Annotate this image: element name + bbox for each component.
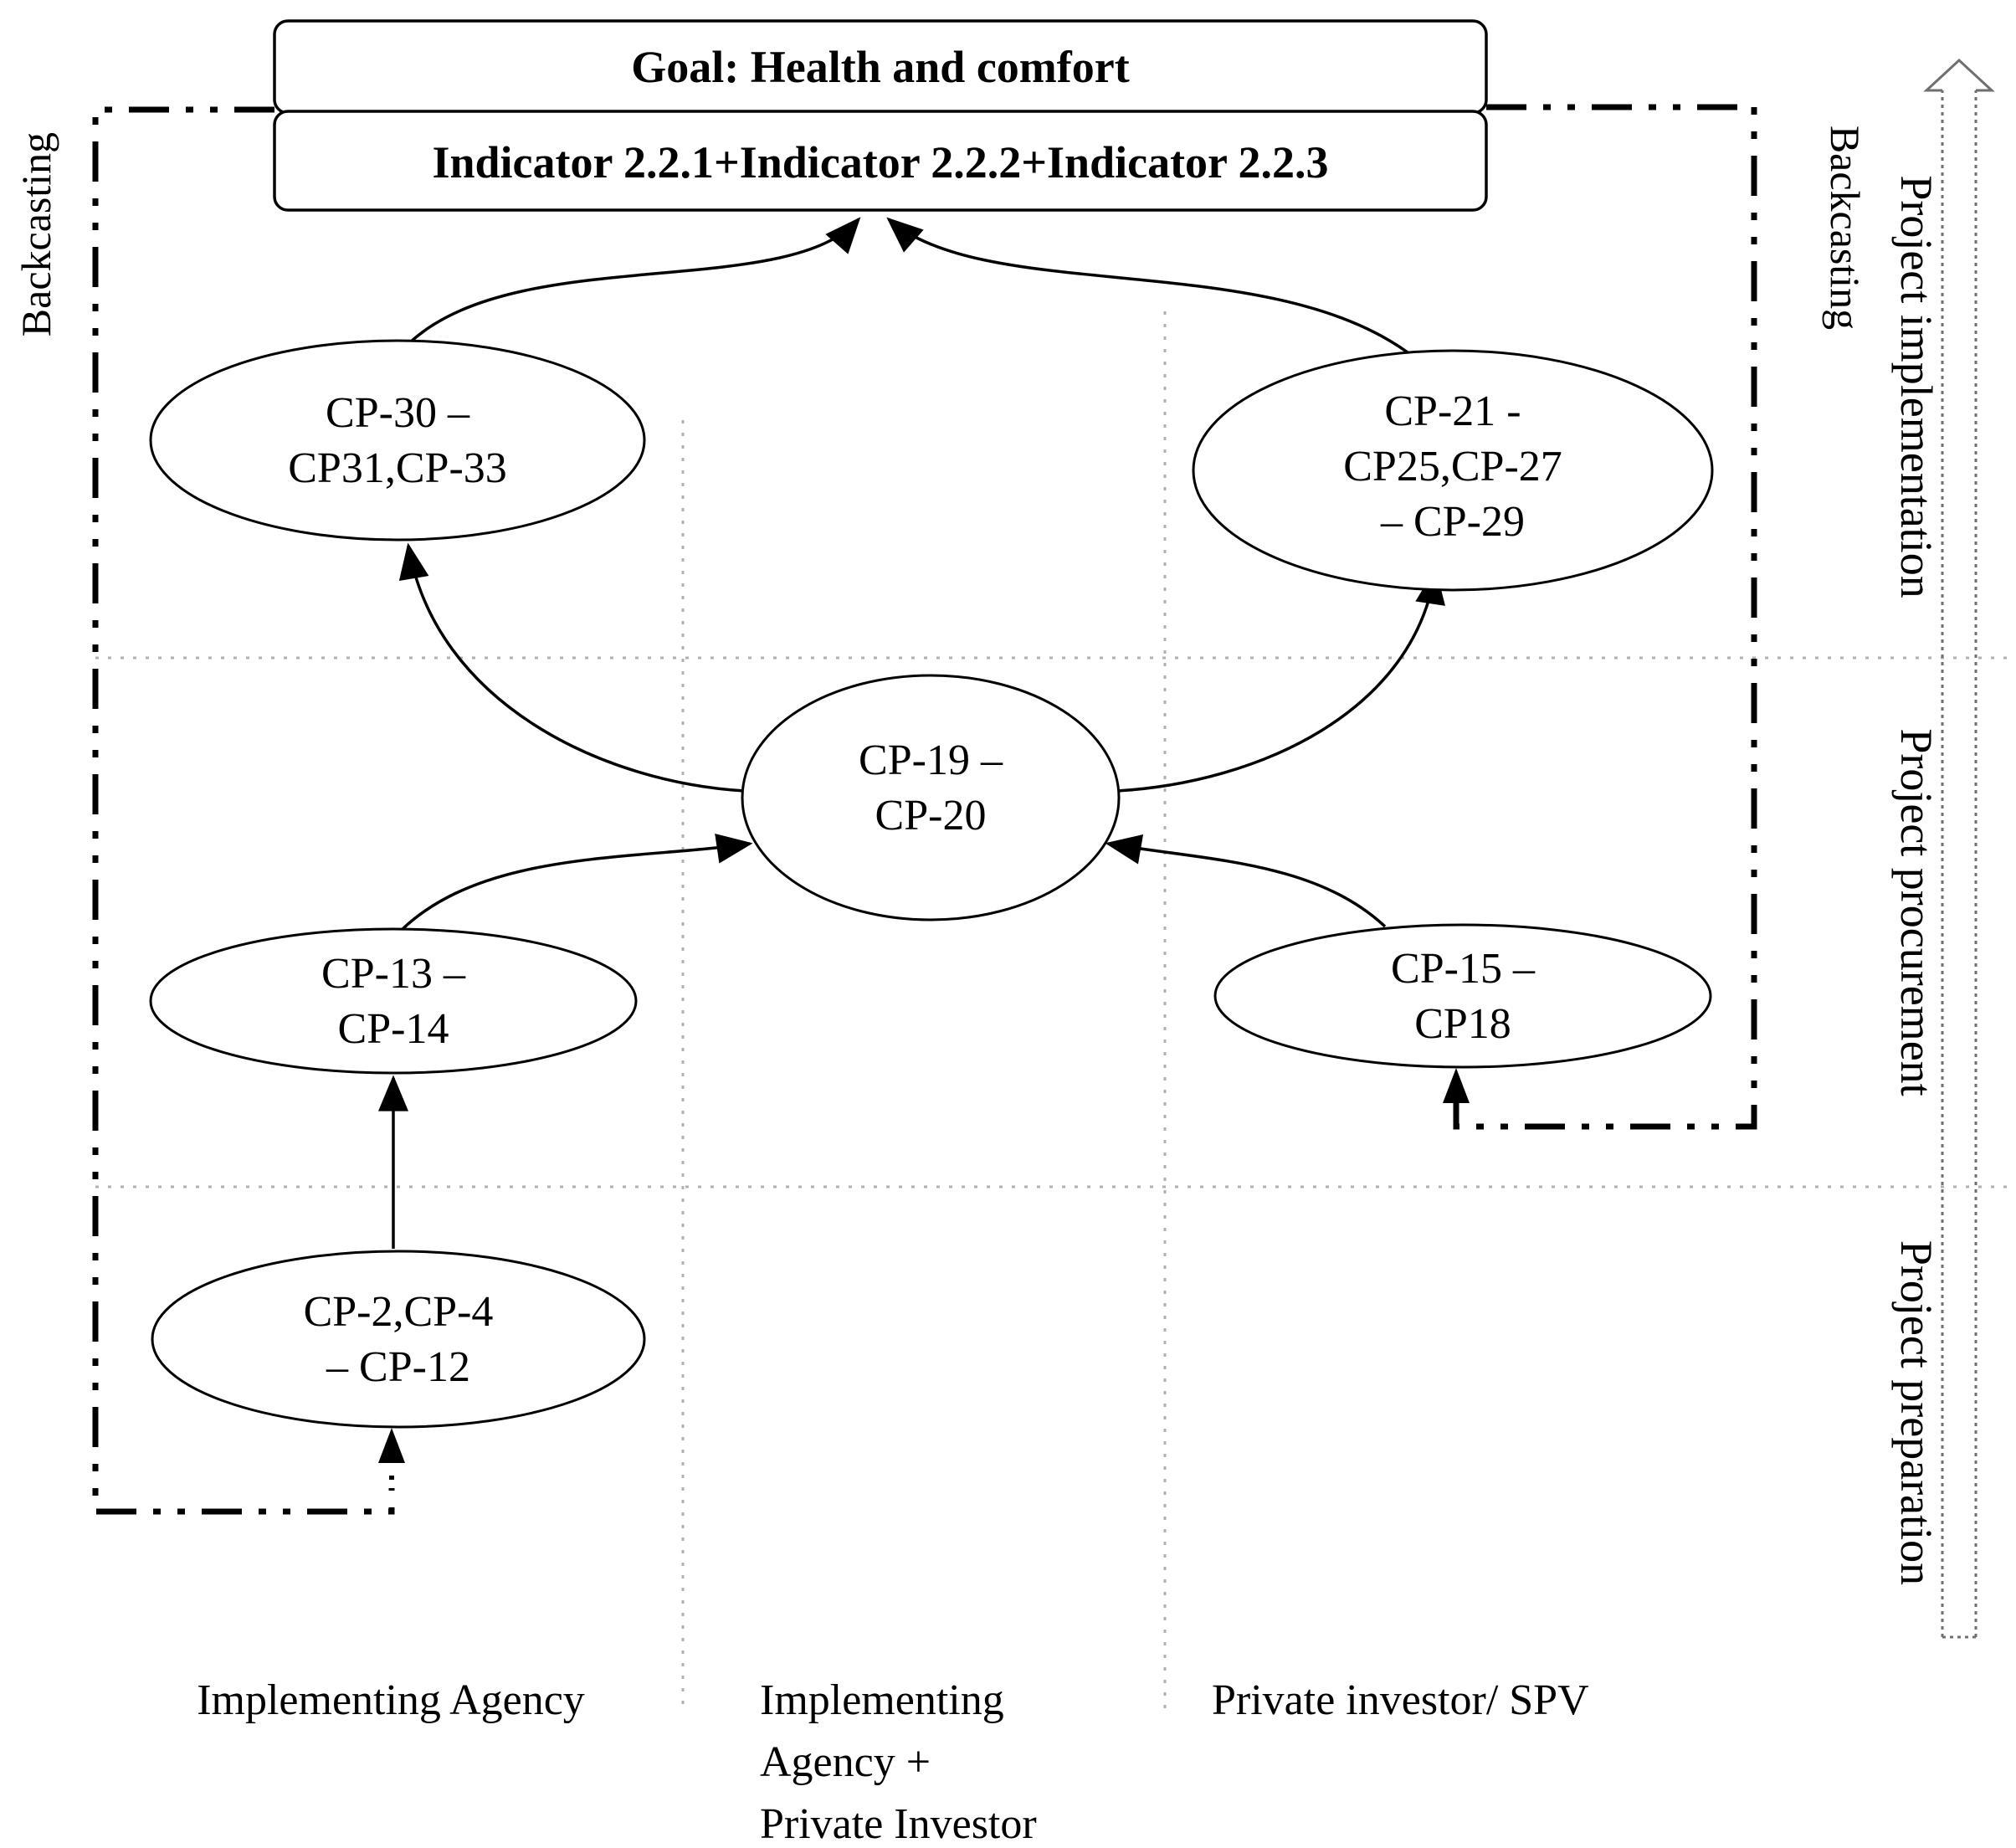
node-cp19: CP-19 – CP-20 [741,674,1121,921]
node-cp19-label-line1: CP-19 – [859,737,1003,784]
node-cp15-ellipse [1213,923,1712,1069]
goal-title: Goal: Health and comfort [631,42,1129,92]
actor-label-ia-pi-line2: Agency + [760,1738,931,1786]
node-cp15-label-line2: CP18 [1414,1000,1511,1048]
node-cp19-ellipse [741,674,1121,921]
backcasting-right-path [1453,104,1757,1130]
node-cp2-ellipse [151,1250,646,1429]
project-flow-arrow [1923,58,1995,1639]
actor-label-private-investor-spv: Private investor/ SPV [1212,1676,1589,1724]
node-cp15-label-line1: CP-15 – [1391,945,1536,993]
node-cp21-label-line2: CP25,CP-27 [1343,443,1562,490]
node-cp2-label-line1: CP-2,CP-4 [304,1288,494,1336]
edge-cp13-to-cp19 [400,833,753,932]
node-cp19-label-line2: CP-20 [875,792,987,839]
goal-box: Goal: Health and comfort Indicator 2.2.1… [273,19,1488,212]
node-cp30-ellipse [149,339,646,542]
actor-label-ia-pi-line1: Implementing [760,1676,1004,1724]
backcasting-right-arrowhead-icon [1443,1068,1470,1103]
backcasting-left-label: Backcasting [13,132,59,336]
node-cp30-label-line2: CP31,CP-33 [288,444,507,492]
node-cp21-label-line1: CP-21 - [1384,388,1521,435]
node-cp13-label-line1: CP-13 – [321,950,466,998]
phase-label-implementation: Project implementation [1891,175,1942,598]
indicator-box [273,110,1488,212]
node-cp21: CP-21 - CP25,CP-27 – CP-29 [1192,349,1714,592]
node-cp2-label-line2: – CP-12 [326,1343,470,1391]
backcasting-left-arrowhead-icon [378,1428,405,1463]
node-cp13: CP-13 – CP-14 [149,927,638,1075]
edge-cp30-to-goal [408,217,861,344]
flow-arrow-head [1923,58,1995,92]
backcasting-left-path [92,106,395,1515]
edge-cp19-to-cp21 [1116,567,1445,793]
node-cp15: CP-15 – CP18 [1213,923,1712,1069]
node-cp21-ellipse [1192,349,1714,592]
edge-cp19-to-cp30 [398,542,746,793]
edge-cp21-to-goal [886,217,1416,359]
node-cp13-label-line2: CP-14 [338,1005,449,1053]
node-cp13-ellipse [149,927,638,1075]
indicator-title: Indicator 2.2.1+Indicator 2.2.2+Indicato… [432,137,1328,187]
actor-label-ia-pi-line3: Private Investor [760,1800,1037,1848]
edge-cp15-to-cp19 [1105,834,1387,928]
actor-label-implementing-agency: Implementing Agency [197,1676,585,1724]
phase-label-procurement: Project procurement [1891,728,1942,1096]
node-cp2: CP-2,CP-4 – CP-12 [151,1250,646,1429]
phase-label-preparation: Project preparation [1891,1240,1942,1585]
backcasting-right-label: Backcasting [1822,126,1869,330]
node-cp21-label-line3: – CP-29 [1380,498,1525,546]
node-cp30: CP-30 – CP31,CP-33 [149,339,646,542]
node-cp30-label-line1: CP-30 – [326,389,470,437]
